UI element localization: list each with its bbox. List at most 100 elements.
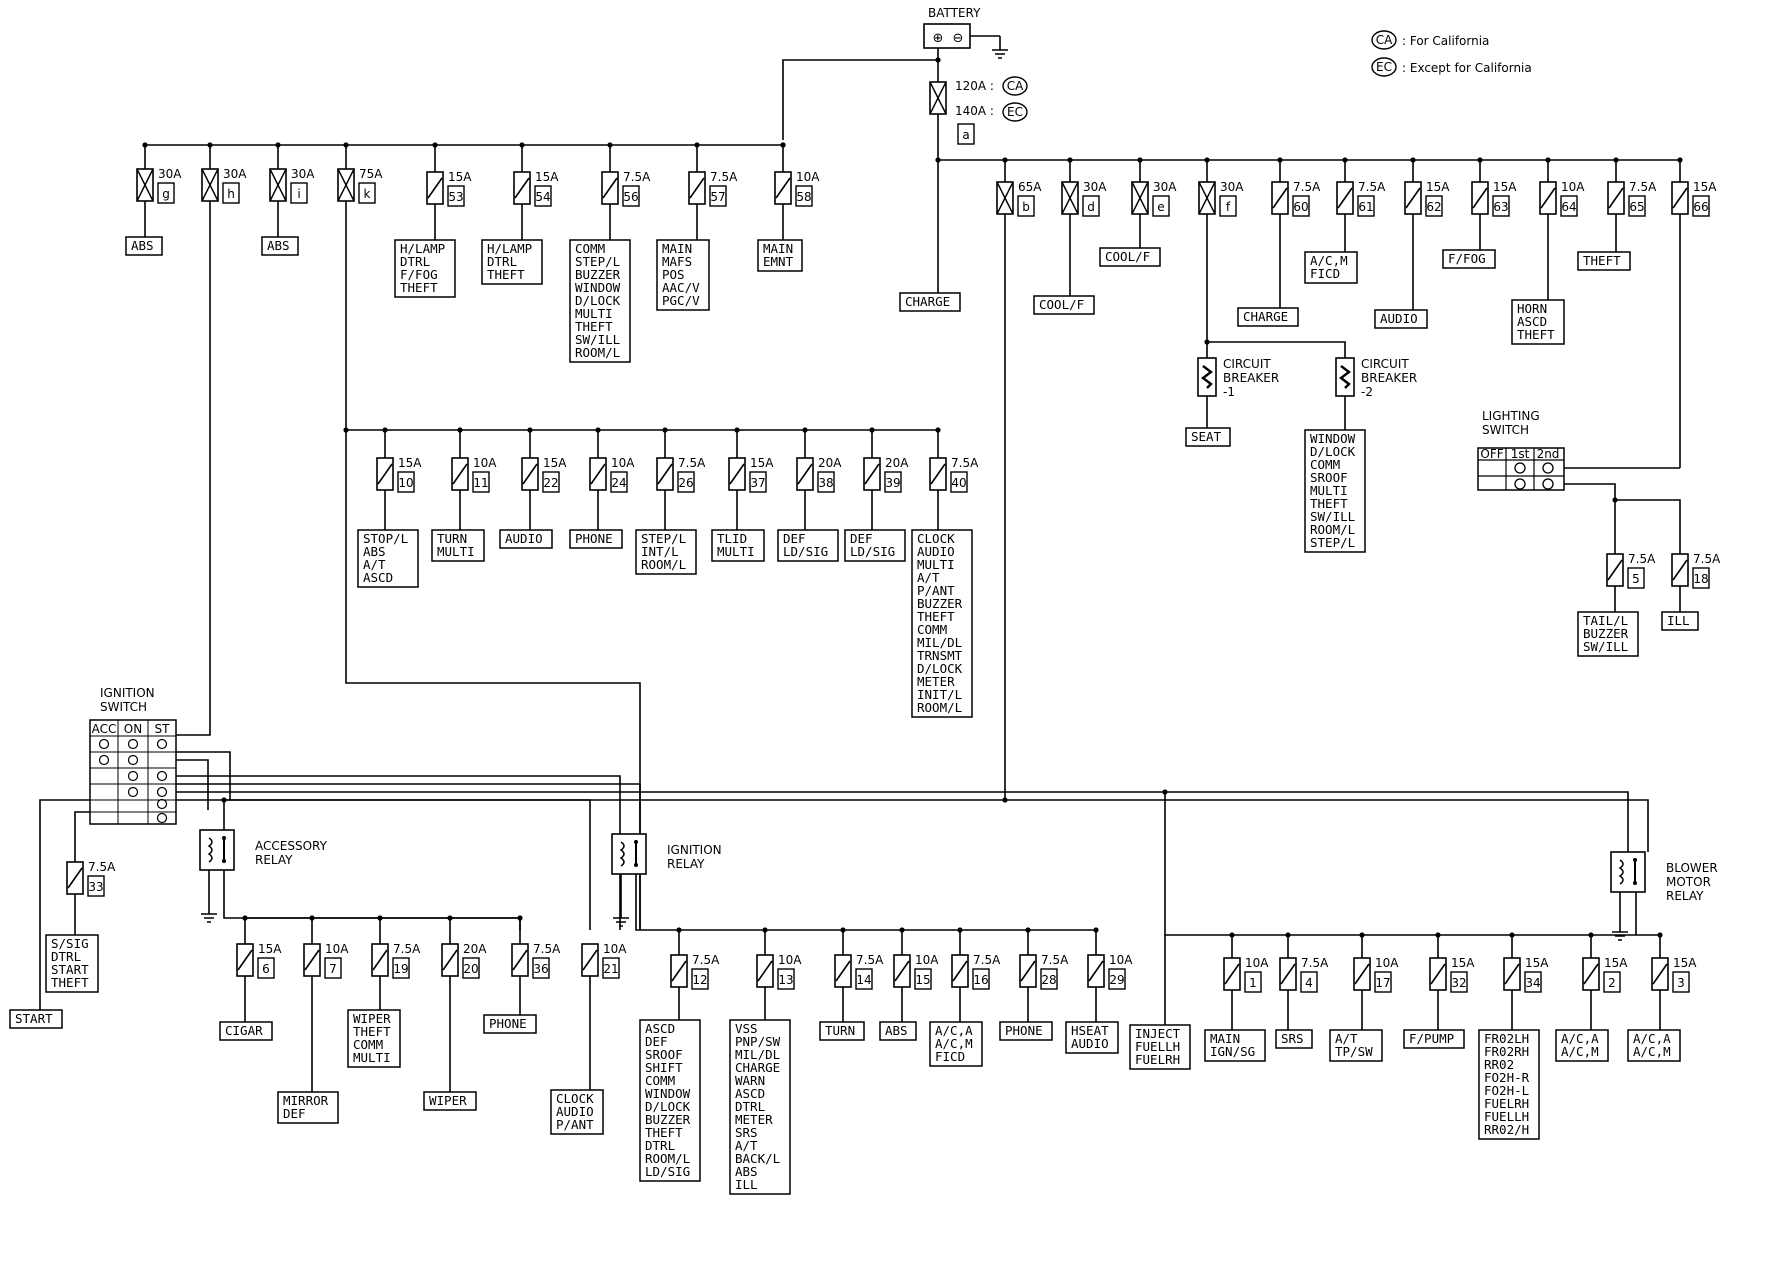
fuse-number: 15 xyxy=(915,973,930,987)
fusible-link-cross xyxy=(337,168,355,202)
load-label: RR02/H xyxy=(1484,1122,1529,1137)
fuse-rating: 30A xyxy=(1153,180,1177,194)
load-label: COMM xyxy=(575,241,605,256)
load-label: SEAT xyxy=(1191,429,1222,444)
fuse-rating: 75A xyxy=(359,167,383,181)
load-label: PGC/V xyxy=(662,293,700,308)
fuse-number: 4 xyxy=(1305,976,1313,990)
junction-dot xyxy=(1204,157,1210,163)
junction-dot xyxy=(1677,157,1683,163)
junction-dot xyxy=(1588,932,1594,938)
switch-contact xyxy=(156,786,168,798)
load-label: F/FOG xyxy=(1448,251,1486,266)
load-label: CHARGE xyxy=(735,1060,780,1075)
ignition-relay-label: RELAY xyxy=(667,857,705,871)
fuse-rating: 15A xyxy=(750,456,774,470)
junction-dot xyxy=(694,142,700,148)
fuse-number-box xyxy=(1425,195,1443,217)
fuse-number: 14 xyxy=(856,973,871,987)
load-box xyxy=(1237,307,1299,327)
junction-dot xyxy=(935,57,941,63)
fuse-rating: 15A xyxy=(448,170,472,184)
fuse-rating: 7.5A xyxy=(88,860,116,874)
fuse-number-box xyxy=(1040,968,1058,990)
load-label: COMM xyxy=(353,1037,383,1052)
fuse-rating: 10A xyxy=(1109,953,1133,967)
lighting-switch-title: SWITCH xyxy=(1482,423,1529,437)
junction-dot xyxy=(1277,157,1283,163)
load-label: CHARGE xyxy=(905,294,950,309)
switch-contact xyxy=(156,812,168,824)
fuse-number-box xyxy=(462,957,480,979)
fuse-rating: 7.5A xyxy=(951,456,979,470)
fuse-element xyxy=(1504,963,1520,985)
main-fuse-id: a xyxy=(962,128,969,142)
fuse-number: 40 xyxy=(951,476,966,490)
fuse-element xyxy=(1224,963,1240,985)
junction-dot xyxy=(607,142,613,148)
region-code-oval xyxy=(1002,76,1028,96)
wire xyxy=(176,201,211,736)
load-label: WINDOW xyxy=(575,280,621,295)
fuse-number: 24 xyxy=(611,476,626,490)
circuit-breaker-1 xyxy=(1197,357,1217,397)
fuse-number-box xyxy=(358,182,376,204)
fusible-link-cross xyxy=(929,81,947,115)
load-label: SROOF xyxy=(645,1047,683,1062)
load-label: FR02LH xyxy=(1484,1031,1529,1046)
fuse-number: 36 xyxy=(533,962,548,976)
load-label: FR02RH xyxy=(1484,1044,1529,1059)
load-label: THEFT xyxy=(917,609,955,624)
fuse-rating: 30A xyxy=(1220,180,1244,194)
load-label: DEF xyxy=(645,1034,668,1049)
fuse-element xyxy=(372,949,388,971)
switch-contact xyxy=(98,738,110,750)
load-box xyxy=(45,934,99,993)
fusible-link-cross xyxy=(269,168,287,202)
load-label: ILL xyxy=(735,1177,758,1192)
junction-dot xyxy=(309,915,315,921)
fuse-element xyxy=(757,960,773,982)
fuse-rating: 7.5A xyxy=(1301,956,1329,970)
fuse-number-box xyxy=(1627,567,1645,589)
fuse-number: 63 xyxy=(1493,200,1508,214)
relay-contact-point xyxy=(1633,858,1637,862)
fuse-rating: 7.5A xyxy=(1693,552,1721,566)
fuse-number-box xyxy=(1017,195,1035,217)
junction-dot xyxy=(1612,497,1618,503)
junction-dot xyxy=(1359,932,1365,938)
fuse-element xyxy=(1540,187,1556,209)
battery-symbol xyxy=(923,23,971,49)
circuit-breaker-label: BREAKER xyxy=(1223,371,1279,385)
load-label: STOP/L xyxy=(363,531,408,546)
load-label: AAC/V xyxy=(662,280,700,295)
fuse-element xyxy=(657,463,673,485)
load-box xyxy=(911,529,973,718)
load-box xyxy=(125,236,163,256)
accessory-relay-label: ACCESSORY xyxy=(255,839,328,853)
fuse-element xyxy=(689,177,705,199)
load-label: DTRL xyxy=(487,254,517,269)
load-label: ABS xyxy=(267,238,290,253)
fusible-link-cross xyxy=(136,168,154,202)
load-label: FO2H-R xyxy=(1484,1070,1530,1085)
fuse-number: e xyxy=(1157,200,1164,214)
legend-ec-text: : Except for California xyxy=(1402,61,1532,75)
load-label: ROOM/L xyxy=(645,1151,690,1166)
fuse-number: 1 xyxy=(1249,976,1257,990)
fuse-number-box xyxy=(532,957,550,979)
blower-motor-relay xyxy=(1610,851,1646,893)
wire xyxy=(176,783,641,930)
fuse-rating: 7.5A xyxy=(623,170,651,184)
junction-dot xyxy=(869,427,875,433)
circuit-breaker-element xyxy=(1201,365,1213,389)
fuse-number: 19 xyxy=(393,962,408,976)
load-label: IGN/SG xyxy=(1210,1044,1255,1059)
fuse-number: 60 xyxy=(1293,200,1308,214)
wire xyxy=(39,799,90,1010)
fuse-number-box xyxy=(691,968,709,990)
load-box xyxy=(1577,611,1639,657)
fuse-number-box xyxy=(1603,971,1621,993)
load-box xyxy=(347,1009,401,1068)
